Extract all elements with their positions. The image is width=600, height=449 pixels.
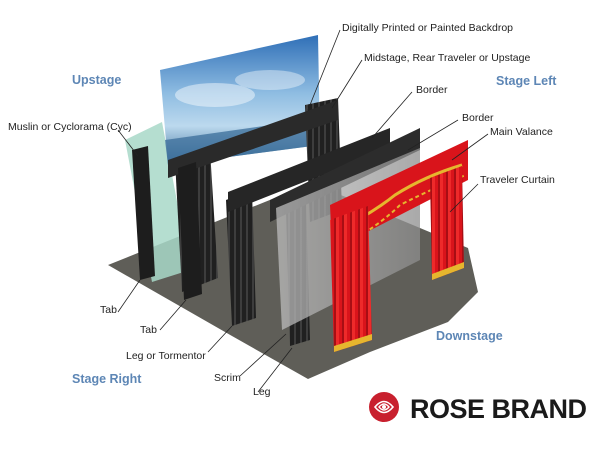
label-backdrop: Digitally Printed or Painted Backdrop [342, 22, 514, 34]
midstage-border [168, 100, 338, 178]
leg-or-tormentor [226, 190, 256, 326]
label-leg-tormentor: Leg or Tormentor [126, 350, 206, 362]
label-tab-1: Tab [100, 304, 117, 316]
tab-upstage [132, 146, 155, 280]
traveler-curtain-right [430, 166, 464, 280]
label-main-valance: Main Valance [490, 126, 553, 138]
label-stage-right: Stage Right [72, 372, 142, 386]
label-cyclorama: Muslin or Cyclorama (Cyc) [8, 121, 132, 133]
label-border-2: Border [462, 112, 494, 124]
label-scrim: Scrim [214, 372, 241, 384]
traveler-curtain-left [330, 206, 372, 352]
brand-logo: ROSE BRAND [364, 391, 587, 425]
border-upstage [228, 128, 390, 212]
label-leg: Leg [253, 386, 271, 398]
rose-logo-icon [369, 392, 399, 422]
label-midstage: Midstage, Rear Traveler or Upstage [364, 52, 531, 64]
label-border-1: Border [416, 84, 448, 96]
label-downstage: Downstage [436, 329, 503, 343]
label-tab-2: Tab [140, 324, 157, 336]
label-stage-left: Stage Left [496, 74, 557, 88]
brand-name: ROSE BRAND [410, 394, 587, 424]
tab-downstage [178, 162, 202, 300]
leader-lines [117, 29, 489, 393]
label-traveler-curtain: Traveler Curtain [480, 174, 555, 186]
label-upstage: Upstage [72, 73, 122, 87]
